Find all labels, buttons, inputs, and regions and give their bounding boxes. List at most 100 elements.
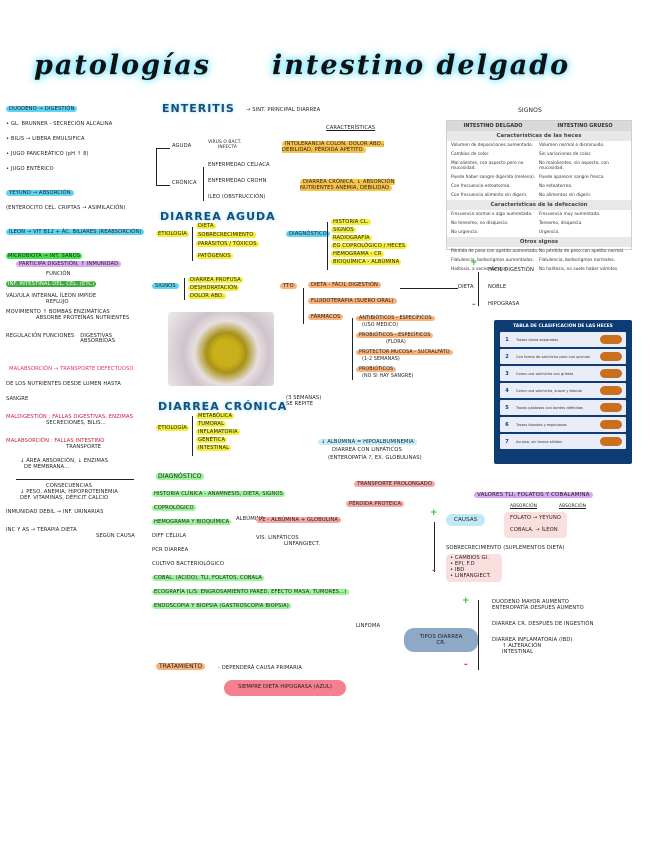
vis-text2: LINFANGIECT.: [284, 540, 321, 547]
stool-shape-icon: [600, 420, 622, 429]
bristol-row-number: 5: [505, 404, 509, 411]
albumina-text3: (ENTEROPATÍA ?, EX. GLOBULINAS): [328, 454, 422, 461]
enteritis-sub: → SINT. PRINCIPAL DIARREA: [246, 107, 321, 113]
enteritis-title: ENTERITIS: [162, 102, 235, 115]
cell: Puede aparecer sangre fresca.: [539, 175, 605, 180]
cell: No urgencia.: [451, 230, 479, 235]
cronica-result: DIARREA CRÓNICA, ↓ ABSORCIÓN NUTRIENTES …: [300, 179, 418, 192]
signo-item: DOLOR ABD.: [188, 292, 226, 299]
aguda-cause-b: INFECTA: [218, 145, 237, 151]
tto-label: TTO: [280, 283, 297, 290]
dieta-item: HIPOGRASA: [488, 300, 520, 307]
etiologia-item: DIETA: [196, 223, 216, 229]
cronica-sub-a: (3 SEMANAS): [286, 395, 322, 401]
bristol-row-number: 1: [505, 336, 509, 343]
tipo-item: ↑ ALTERACIÓN: [502, 642, 542, 649]
note: ↓ ÁREA ABSORCIÓN, ↓ ENZIMAS: [20, 458, 109, 465]
diag-item: SIGNOS: [331, 226, 356, 233]
stool-shape-icon: [600, 386, 622, 395]
note: INMUNIDAD DEBIL → INF. URINARIAS: [6, 509, 104, 516]
farmaco-note: (NO SI HAY SANGRE): [362, 373, 414, 379]
cell: Cambios de color.: [451, 152, 490, 157]
etiologia-label: ETIOLOGÍA: [156, 231, 189, 238]
note: SEGÚN CAUSA: [96, 533, 135, 539]
note: ABSORBIDAS: [80, 338, 116, 345]
col-header: INTESTINO GRUESO: [557, 123, 613, 129]
bristol-row-text: Como una salchicha, suave y blanda: [516, 388, 582, 393]
cronica-item: ILEO (OBSTRUCCIÓN): [208, 193, 266, 200]
bristol-row-text: Trozos duros separados: [516, 337, 559, 342]
valores-sub: ABSORCIÓN ABSORCIÓN: [510, 504, 586, 509]
farmaco-note: (USO MEDICO): [362, 322, 399, 328]
tto-item: FLUIDOTERAPIA (SUERO ORAL): [308, 297, 397, 304]
aguda-result-text: INTOLERANCIA COLON, DOLOR ABD., DEBILIDA…: [282, 141, 385, 153]
valores-sub-a: ABSORCIÓN: [510, 504, 538, 509]
cell: Puede haber sangre digerida (melena).: [451, 175, 536, 180]
valor-item: FOLATO → YEYUNO: [510, 515, 561, 521]
cronica-et-item: GENÉTICA: [196, 436, 228, 443]
cell: Volumen de deposiciones aumentado.: [451, 143, 533, 148]
bristol-row-text: Acuosa, sin trozos sólidos: [516, 439, 563, 444]
bristol-row-number: 6: [505, 421, 509, 428]
yeyuno-label: YEYUNO → ABSORCIÓN: [6, 189, 74, 196]
tratamiento-text: TRATAMIENTO: [156, 663, 206, 670]
cronica-sub: (3 SEMANAS) SE REPITE: [286, 395, 322, 408]
cronica-et-item: METABÓLICA: [196, 413, 235, 419]
signos-label: SIGNOS: [518, 107, 542, 114]
note: FUNCIÓN: [46, 270, 71, 277]
valores-sub-b: ABSORCIÓN: [559, 504, 587, 509]
note: SECRECIONES, BILIS...: [46, 420, 106, 427]
sobre-item: • CAMBIOS GI.: [450, 554, 489, 561]
cell: No malolientes, sin aspecto, con mucosid…: [539, 161, 609, 171]
microbiota-label: MICROBIOTA → INT. SANOS: [6, 252, 83, 259]
bristol-row-number: 3: [505, 370, 509, 377]
transporte-box: TRANSPORTE PROLONGADO: [354, 481, 436, 488]
albumina-small: ALBÚMINA: [236, 516, 265, 522]
consecuencias-label: CONSECUENCIAS: [46, 483, 93, 490]
cell: No halitosis, no suele haber vómitos.: [539, 267, 619, 272]
cell: No alimentos sin digerir.: [539, 193, 592, 198]
signos-aguda-items: DIARREA PROFUSA DESHIDRATACIÓN DOLOR ABD…: [188, 277, 243, 300]
title-word-patologias: patologías: [34, 50, 211, 81]
diag-list-item: COPROLÓGICO: [152, 504, 196, 511]
farmaco-item: PROBIÓTICOS: [356, 367, 397, 373]
bristol-row-text: Con forma de salchicha pero con grumos: [516, 354, 590, 359]
minus-sign: -: [472, 300, 476, 310]
minus-sign-2: -: [432, 566, 436, 576]
farmacos-items: ANTIBIÓTICOS - ESPECÍFICOS (USO MEDICO) …: [356, 316, 453, 379]
diag-list-item: COBAL. (ACIDO), TLI, FOLATOS, COBALA: [152, 574, 264, 581]
cell: Flatulencia, borborigmos aumentados.: [451, 258, 534, 263]
cronica-etiologia-items: METABÓLICA TUMORAL INFLAMATORIA GENÉTICA…: [196, 413, 240, 452]
albumina-note: ↓ ALBÚMINA = HIPOALBUMINEMIA DIARREA CON…: [318, 439, 422, 462]
tipo-item: INTESTINAL: [502, 648, 534, 655]
perdida-text: PÉRDIDA PROTEICA: [346, 501, 405, 507]
diag-list-item: ENDOSCOPIA Y BIOPSIA (GASTROSCOPIA BIOPS…: [152, 602, 291, 609]
note: • GL. BRUNNER - SECRECIÓN ALCALINA: [6, 120, 113, 127]
diag-list-item: CULTIVO BACTERIOLÓGICO: [152, 560, 225, 567]
cell: Frecuencia normal o algo aumentada.: [451, 212, 533, 217]
cronica-et-item: INFLAMATORIA: [196, 428, 240, 435]
diag-item: RADIOGRAFÍA: [331, 234, 372, 241]
sobre-item: • LINFANGIECT.: [450, 572, 491, 579]
cell: Mal olientes, con aspecto pero no mucosi…: [451, 161, 524, 171]
stool-photo: [168, 312, 274, 386]
minus-sign-3: -: [464, 660, 468, 670]
diagnostico-title: DIAGNÓSTICO: [156, 473, 204, 481]
tratamiento-desc: - DEPENDERÁ CAUSA PRIMARIA: [218, 665, 303, 671]
maldigestion-label: MALDIGESTIÓN : FALLAS DIGESTIVAS, ENZIMA…: [6, 414, 134, 421]
stool-shape-icon: [600, 335, 622, 344]
cell: No esteatorrea.: [539, 184, 573, 189]
note: VÁLVULA INTERNAL ÍLEON IMPIDE: [6, 292, 97, 299]
section-header: Características de las heces: [447, 131, 631, 141]
valores-items: FOLATO → YEYUNO COBALA. → ÍLEON: [504, 512, 567, 538]
note: DEF. VITAMINAS, DÉFICIT CALCIO: [20, 495, 109, 502]
causas-pill: CAUSAS: [446, 514, 486, 527]
linfoma-note: LINFOMA: [356, 623, 381, 629]
note: (ENTEROCITO CEL. CRIPTAS → ASIMILACIÓN): [6, 204, 126, 211]
left-column: DUODENO → DIGESTIÓN • GL. BRUNNER - SECR…: [6, 106, 151, 540]
